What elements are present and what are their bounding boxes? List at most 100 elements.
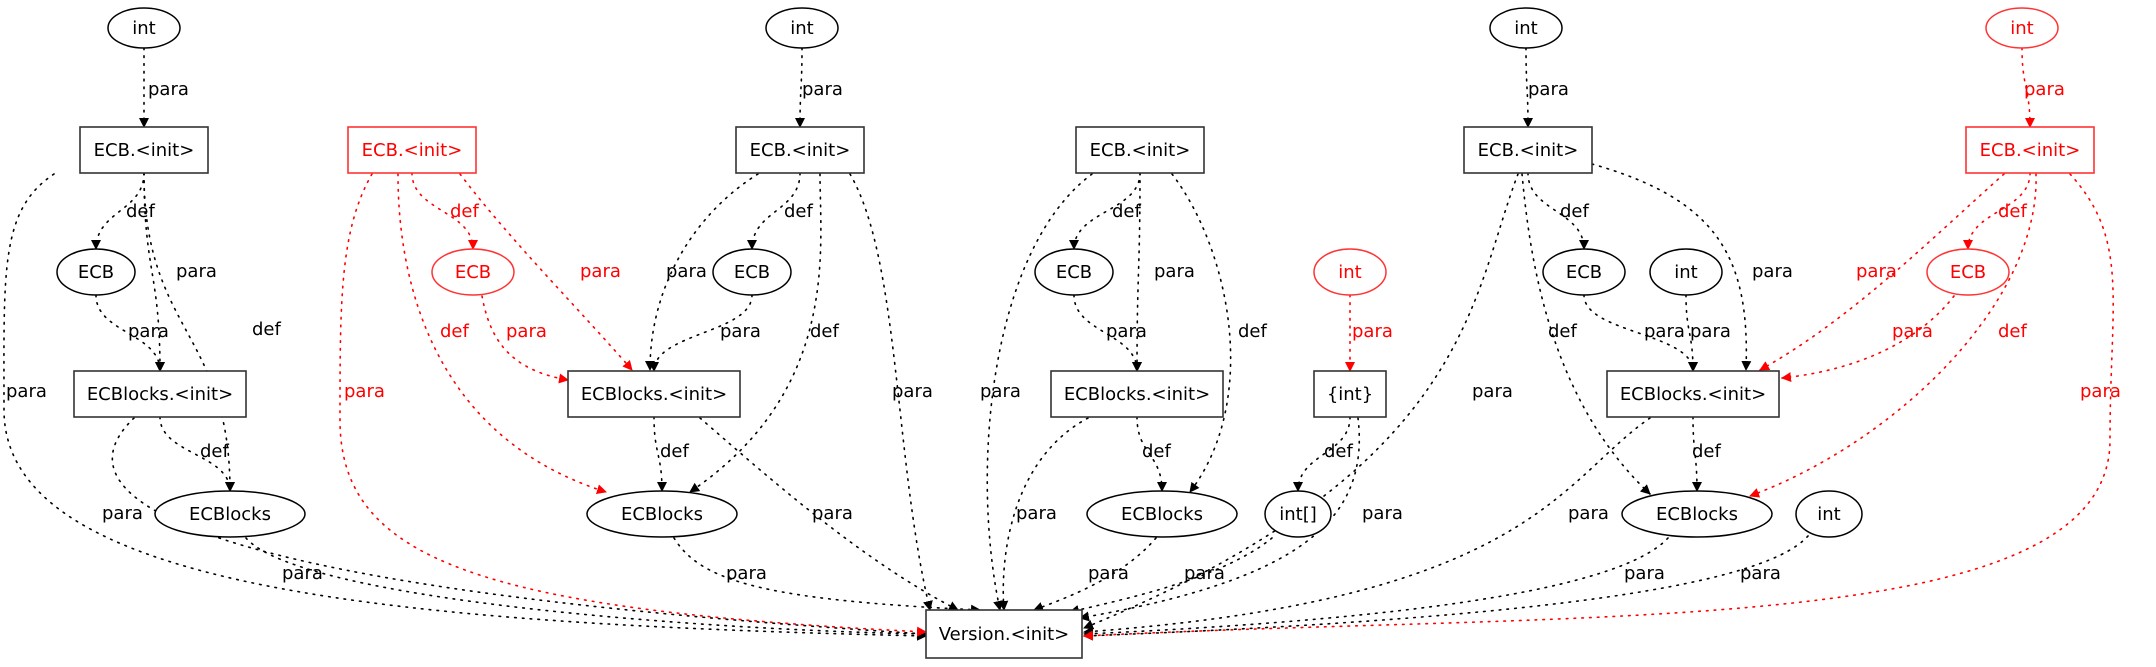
type-node[interactable]: ECBlocks (154, 490, 306, 538)
node-ellipse (1086, 490, 1238, 538)
node-label: int (1514, 18, 1537, 39)
method-node[interactable]: ECB.<init> (1463, 126, 1593, 174)
node-box (1075, 126, 1205, 174)
method-node[interactable]: ECBlocks.<init> (73, 370, 247, 418)
edge-para (1083, 535, 1809, 641)
method-node[interactable]: Version.<init> (925, 609, 1083, 659)
edge-para (95, 294, 165, 372)
edge-para (1083, 417, 1651, 637)
node-label: ECB.<init> (1090, 140, 1191, 161)
method-node[interactable]: ECBlocks.<init> (1606, 370, 1780, 418)
edges-layer (3, 47, 2114, 641)
node-label: int (1817, 504, 1840, 525)
edge-para (111, 417, 927, 639)
type-node[interactable]: int (1649, 248, 1723, 296)
edge-def (1293, 416, 1351, 492)
type-node[interactable]: ECB (1034, 248, 1114, 296)
edge-label: para (1740, 563, 1781, 584)
edge-label: para (1184, 563, 1225, 584)
edge-label: def (1548, 321, 1578, 342)
method-node[interactable]: ECBlocks.<init> (1050, 370, 1224, 418)
type-node[interactable]: ECB (712, 248, 792, 296)
edge-label: para (1472, 381, 1513, 402)
edge-def (747, 172, 801, 250)
type-node[interactable]: int[] (1264, 490, 1332, 538)
edge-para (998, 417, 1089, 611)
method-node[interactable]: {int} (1313, 370, 1387, 418)
type-node[interactable]: int (1313, 248, 1387, 296)
edge-para (2021, 47, 2035, 128)
type-node[interactable]: int (1795, 490, 1863, 538)
edge-label: para (666, 261, 707, 282)
method-node[interactable]: ECB.<init> (347, 126, 477, 174)
type-node[interactable]: ECB (1542, 248, 1626, 296)
method-node[interactable]: ECB.<init> (1965, 126, 2095, 174)
edge-label: def (660, 441, 690, 462)
edge-para (1083, 537, 1669, 639)
edge-def (1691, 416, 1702, 492)
node-ellipse (1795, 490, 1863, 538)
node-box (73, 370, 247, 418)
type-node[interactable]: ECB (431, 248, 515, 296)
edge-label: para (128, 321, 169, 342)
node-ellipse (431, 248, 515, 296)
node-label: ECB.<init> (750, 140, 851, 161)
edge-label: def (440, 321, 470, 342)
edge-label: para (2024, 79, 2065, 100)
type-node[interactable]: ECB (1926, 248, 2010, 296)
edge-label: def (450, 201, 480, 222)
edge-label: para (1892, 321, 1933, 342)
edge-para (1132, 172, 1143, 372)
node-ellipse (712, 248, 792, 296)
type-node[interactable]: int (1489, 7, 1563, 49)
edge-para (1591, 163, 1752, 371)
edge-label: para (1624, 563, 1665, 584)
type-node[interactable]: int (765, 7, 839, 49)
method-node[interactable]: ECBlocks.<init> (567, 370, 741, 418)
node-box (567, 370, 741, 418)
node-label: ECB (455, 262, 491, 283)
node-label: ECB.<init> (1980, 140, 2081, 161)
node-label: int (790, 18, 813, 39)
node-box (79, 126, 209, 174)
edge-label: def (126, 201, 156, 222)
node-ellipse (1649, 248, 1723, 296)
node-box (347, 126, 477, 174)
node-label: ECB (734, 262, 770, 283)
node-label: ECB.<init> (362, 140, 463, 161)
edge-def (1521, 173, 1651, 495)
type-node[interactable]: ECB (56, 248, 136, 296)
edge-def (143, 172, 235, 492)
node-label: ECBlocks.<init> (581, 384, 727, 405)
node-label: ECBlocks (1656, 504, 1738, 525)
node-ellipse (107, 7, 181, 49)
node-ellipse (1621, 490, 1773, 538)
edge-label: para (1752, 261, 1793, 282)
edge-label: para (726, 563, 767, 584)
edge-label: para (6, 381, 47, 402)
type-node[interactable]: ECBlocks (1086, 490, 1238, 538)
edge-para (245, 537, 927, 639)
edge-para (645, 173, 759, 371)
node-box (1313, 370, 1387, 418)
edge-def (397, 173, 607, 495)
edge-def (1069, 172, 1141, 250)
type-node[interactable]: int (1985, 7, 2059, 49)
type-node[interactable]: int (107, 7, 181, 49)
node-label: ECBlocks (621, 504, 703, 525)
edge-label: para (1690, 321, 1731, 342)
type-node[interactable]: ECBlocks (586, 490, 738, 538)
edge-label: def (1998, 321, 2028, 342)
type-node[interactable]: ECBlocks (1621, 490, 1773, 538)
node-ellipse (765, 7, 839, 49)
node-label: int (132, 18, 155, 39)
edge-def (1171, 173, 1232, 493)
edge-para (459, 173, 633, 371)
method-node[interactable]: ECB.<init> (79, 126, 209, 174)
edge-def (1527, 172, 1589, 250)
method-node[interactable]: ECB.<init> (735, 126, 865, 174)
node-label: ECB (1056, 262, 1092, 283)
node-label: ECBlocks (189, 504, 271, 525)
method-node[interactable]: ECB.<init> (1075, 126, 1205, 174)
edge-def (653, 416, 667, 492)
